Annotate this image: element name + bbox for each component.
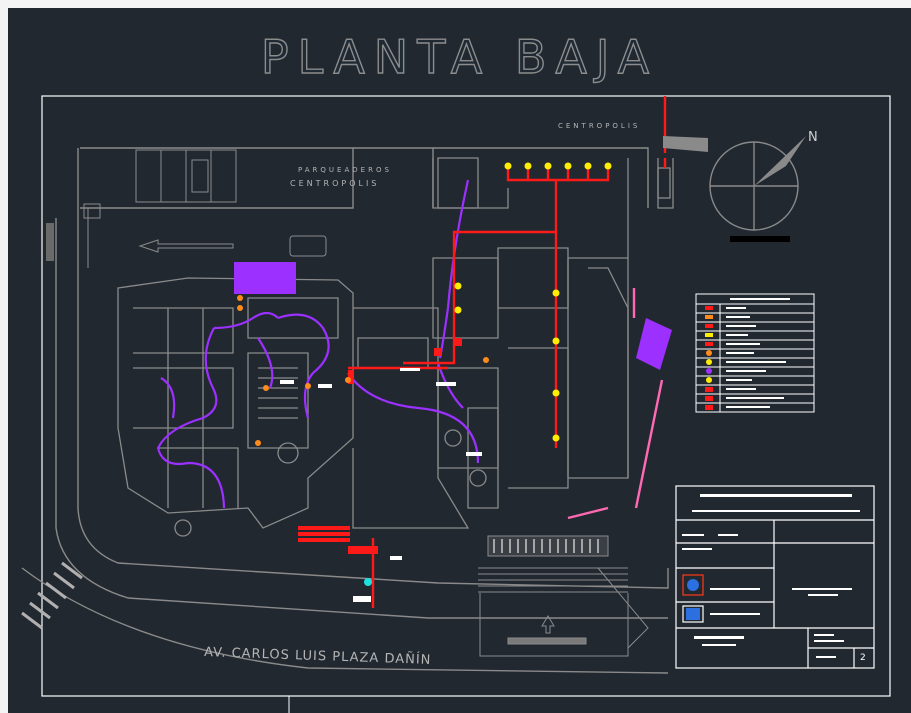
- site-boundary: [21, 147, 669, 674]
- title-block: [675, 485, 875, 669]
- centropolis-label-lower: CENTROPOLIS: [290, 179, 380, 188]
- secondary-routes: [567, 288, 664, 520]
- title-block-text-bars: [682, 494, 860, 658]
- drawing-title: PLANTA BAJA: [260, 29, 659, 84]
- parking-arrow: [138, 235, 327, 257]
- cad-drawing-canvas: PLANTA BAJA: [8, 8, 911, 713]
- building-left: [117, 277, 354, 537]
- north-compass: [663, 136, 806, 242]
- building-right: [432, 158, 674, 489]
- north-label: N: [808, 130, 818, 145]
- assembly-zone-room-right: [636, 318, 672, 370]
- drawing-frame: [41, 95, 891, 697]
- parking-block: [83, 149, 237, 268]
- left-zebra-crossing: [21, 561, 83, 630]
- extinguisher-blocks: [298, 338, 462, 554]
- centropolis-label-upper: CENTROPOLIS: [558, 122, 641, 130]
- legend-symbols: [705, 306, 713, 410]
- entrance-stripes: [493, 539, 599, 553]
- sheet-number: 2: [860, 653, 866, 663]
- side-gate: [46, 223, 54, 261]
- equipment-markers: [237, 295, 489, 446]
- legend-text-bars: [726, 298, 790, 408]
- parqueaderos-label: PARQUEADEROS: [298, 166, 392, 174]
- assembly-zone-room: [234, 262, 296, 294]
- evacuation-routes: [156, 179, 480, 509]
- hydrant-points: [454, 162, 612, 442]
- water-meter-point: [364, 578, 372, 586]
- legend-table: [695, 293, 815, 413]
- annotation-tags: [280, 368, 482, 602]
- fire-lines: [348, 96, 667, 608]
- logo-seal: [687, 579, 699, 591]
- floor-plan-svg: [21, 95, 891, 713]
- logo-badge: [686, 608, 700, 620]
- entrance-stairs: [478, 535, 649, 657]
